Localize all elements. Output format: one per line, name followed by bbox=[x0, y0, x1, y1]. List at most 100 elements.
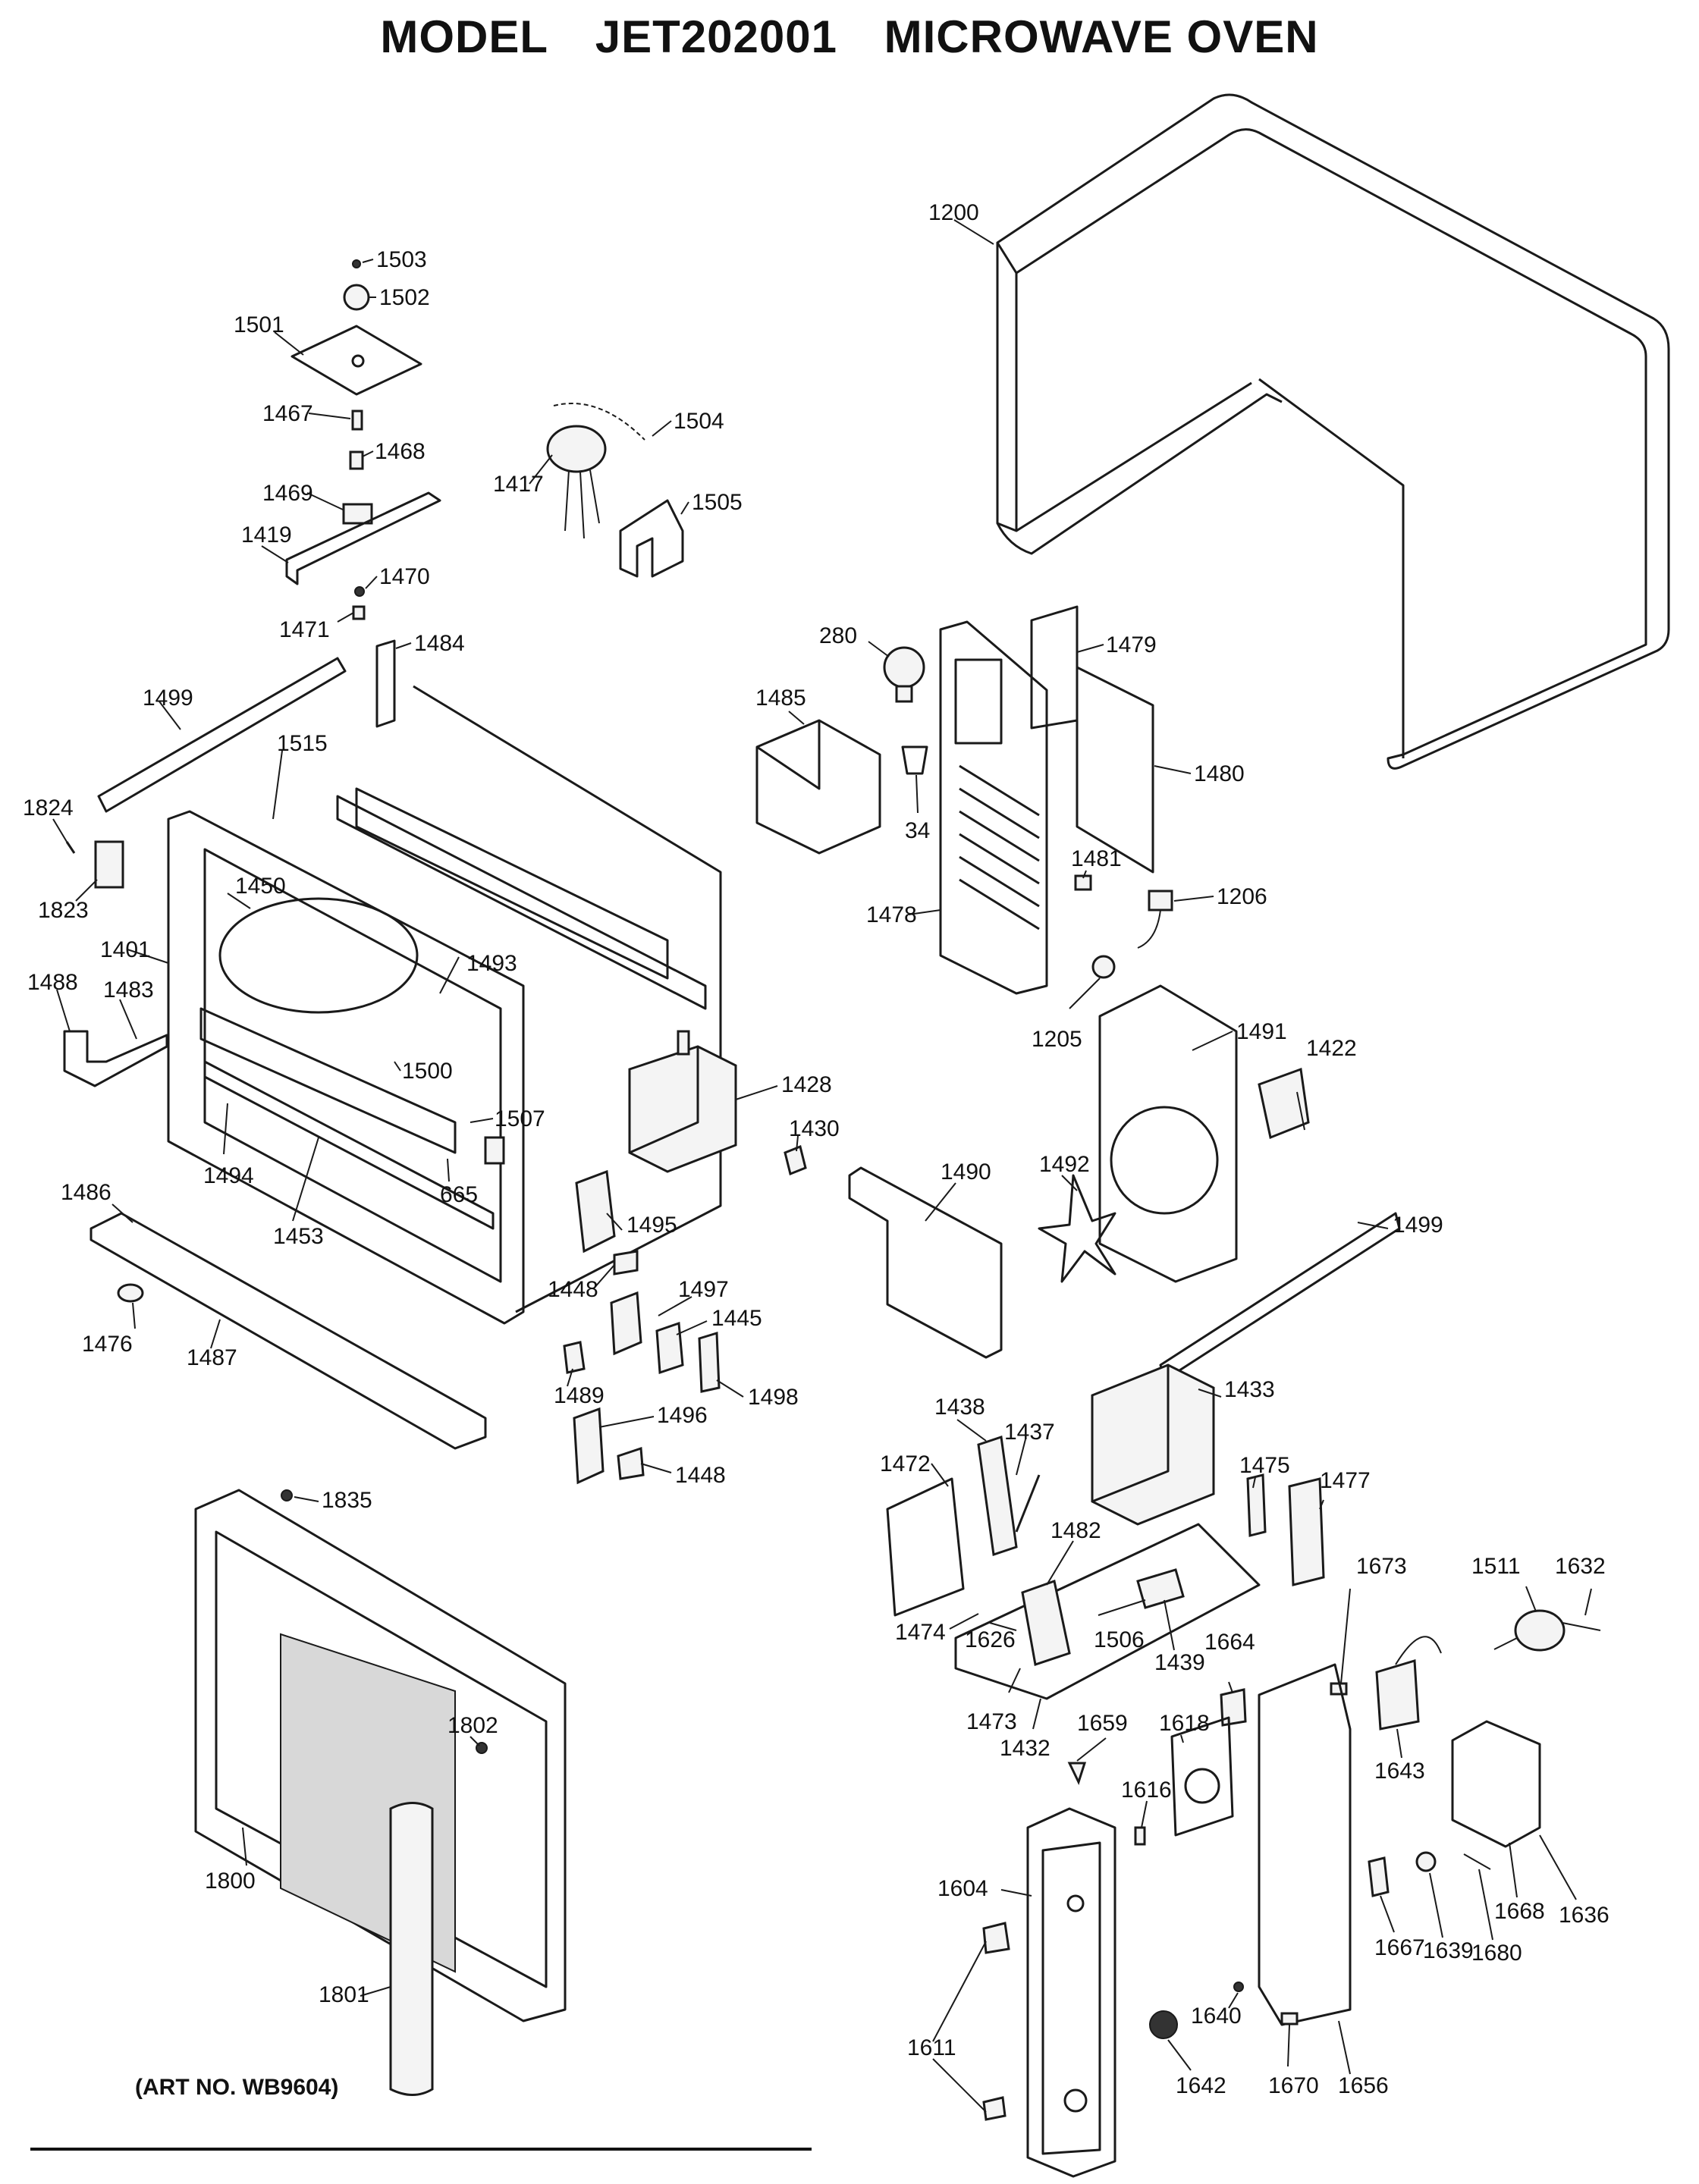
callout-label: 1639 bbox=[1423, 1938, 1474, 1963]
leader-lines bbox=[52, 219, 1592, 2113]
transformer-part bbox=[954, 1363, 1325, 1700]
callout-label: 1468 bbox=[375, 439, 426, 464]
callout-labels: 1200 1503 1502 1501 1467 1468 1504 1469 … bbox=[23, 200, 1609, 2098]
callout-label: 1632 bbox=[1555, 1554, 1606, 1579]
callout-label: 1643 bbox=[1374, 1759, 1425, 1784]
callout-label: 1433 bbox=[1224, 1377, 1275, 1402]
title-model: JET202001 bbox=[595, 11, 837, 62]
callout-label: 1604 bbox=[937, 1876, 988, 1901]
callout-label: 1417 bbox=[493, 472, 544, 497]
callout-label: 1485 bbox=[755, 686, 806, 711]
callout-label: 1673 bbox=[1356, 1554, 1407, 1579]
electronic-board-part bbox=[1368, 1720, 1541, 1897]
callout-label: 1450 bbox=[235, 874, 286, 899]
callout-label: 1472 bbox=[880, 1451, 931, 1476]
outer-cabinet-part bbox=[996, 93, 1670, 770]
callout-label: 1656 bbox=[1338, 2073, 1389, 2098]
fan-duct-part bbox=[848, 984, 1401, 1382]
callout-label: 34 bbox=[905, 818, 930, 843]
callout-label: 1502 bbox=[379, 285, 430, 310]
callout-label: 1505 bbox=[692, 490, 743, 515]
callout-label: 1439 bbox=[1154, 1650, 1205, 1675]
control-panel-face-part bbox=[982, 1807, 1244, 2178]
callout-label: 1491 bbox=[1236, 1019, 1287, 1044]
callout-label: 1507 bbox=[495, 1106, 545, 1131]
bottom-divider bbox=[30, 2148, 812, 2151]
callout-label: 1499 bbox=[143, 686, 193, 711]
callout-label: 1640 bbox=[1191, 2004, 1242, 2029]
callout-label: 1487 bbox=[187, 1345, 237, 1370]
callout-label: 1477 bbox=[1320, 1468, 1371, 1493]
callout-label: 1511 bbox=[1471, 1554, 1521, 1579]
callout-label: 1664 bbox=[1204, 1630, 1255, 1655]
oven-cavity-part bbox=[97, 639, 722, 1325]
callout-label: 1438 bbox=[934, 1395, 985, 1420]
callout-label: 1493 bbox=[466, 951, 517, 976]
callout-label: 1801 bbox=[319, 1982, 369, 2007]
callout-label: 1835 bbox=[322, 1488, 372, 1513]
door-assembly-part bbox=[194, 1489, 567, 2096]
callout-label: 1659 bbox=[1077, 1711, 1128, 1736]
callout-label: 1480 bbox=[1194, 761, 1245, 786]
control-board-part bbox=[1258, 1663, 1352, 2026]
callout-label: 1481 bbox=[1071, 846, 1122, 871]
callout-label: 1478 bbox=[866, 902, 917, 927]
callout-label: 1488 bbox=[27, 970, 78, 995]
callout-label: 1680 bbox=[1471, 1941, 1522, 1966]
callout-label: 1486 bbox=[61, 1180, 111, 1205]
callout-label: 1437 bbox=[1004, 1420, 1055, 1445]
callout-label: 1501 bbox=[234, 312, 284, 337]
callout-label: 1432 bbox=[1000, 1736, 1050, 1761]
callout-label: 1482 bbox=[1050, 1518, 1101, 1543]
callout-label: 1497 bbox=[678, 1277, 729, 1302]
callout-label: 1489 bbox=[554, 1383, 605, 1408]
callout-label: 1484 bbox=[414, 631, 465, 656]
callout-label: 1476 bbox=[82, 1332, 133, 1357]
callout-label: 1636 bbox=[1559, 1903, 1609, 1928]
callout-label: 1401 bbox=[100, 937, 151, 962]
page-title: MODEL JET202001 MICROWAVE OVEN bbox=[0, 11, 1699, 63]
callout-label: 1618 bbox=[1159, 1711, 1210, 1736]
callout-label: 1475 bbox=[1239, 1453, 1290, 1478]
door-switch-part bbox=[563, 1169, 721, 1485]
callout-label: 1445 bbox=[711, 1306, 762, 1331]
callout-label: 1506 bbox=[1094, 1627, 1145, 1652]
turntable-motor-part bbox=[546, 403, 684, 578]
callout-label: 1471 bbox=[279, 617, 330, 642]
callout-label: 1422 bbox=[1306, 1036, 1357, 1061]
stirrer-cover-part bbox=[755, 646, 928, 855]
callout-label: 1483 bbox=[103, 977, 154, 1003]
title-product: MICROWAVE OVEN bbox=[884, 11, 1319, 62]
callout-label: 1499 bbox=[1393, 1213, 1443, 1238]
callout-label: 1498 bbox=[748, 1385, 799, 1410]
callout-label: 1642 bbox=[1176, 2073, 1226, 2098]
magnetron-part bbox=[628, 1030, 807, 1176]
callout-label: 1470 bbox=[379, 564, 430, 589]
callout-label: 1428 bbox=[781, 1072, 832, 1097]
callout-label: 1823 bbox=[38, 898, 89, 923]
title-prefix: MODEL bbox=[380, 11, 549, 62]
callout-label: 1419 bbox=[241, 522, 292, 548]
callout-label: 1496 bbox=[657, 1403, 708, 1428]
capacitor-part bbox=[886, 1436, 1185, 1666]
callout-label: 1824 bbox=[23, 795, 74, 821]
callout-label: 1448 bbox=[548, 1277, 598, 1302]
callout-label: 1802 bbox=[448, 1713, 498, 1738]
callout-label: 1479 bbox=[1106, 632, 1157, 657]
callout-label: 280 bbox=[819, 623, 857, 648]
callout-label: 1200 bbox=[928, 200, 979, 225]
callout-label: 1495 bbox=[627, 1213, 677, 1238]
callout-label: 1467 bbox=[262, 401, 313, 426]
callout-label: 1494 bbox=[203, 1163, 254, 1188]
timer-motor-part bbox=[1330, 1609, 1601, 1731]
callout-label: 1469 bbox=[262, 481, 313, 506]
left-bracket-part bbox=[63, 840, 168, 1087]
callout-label: 1668 bbox=[1494, 1899, 1545, 1924]
callout-label: 1611 bbox=[907, 2035, 956, 2060]
callout-label: 1474 bbox=[895, 1620, 946, 1645]
callout-label: 1503 bbox=[376, 247, 427, 272]
callout-label: 1626 bbox=[965, 1627, 1016, 1652]
callout-label: 1670 bbox=[1268, 2073, 1319, 2098]
callout-label: 1800 bbox=[205, 1869, 256, 1894]
